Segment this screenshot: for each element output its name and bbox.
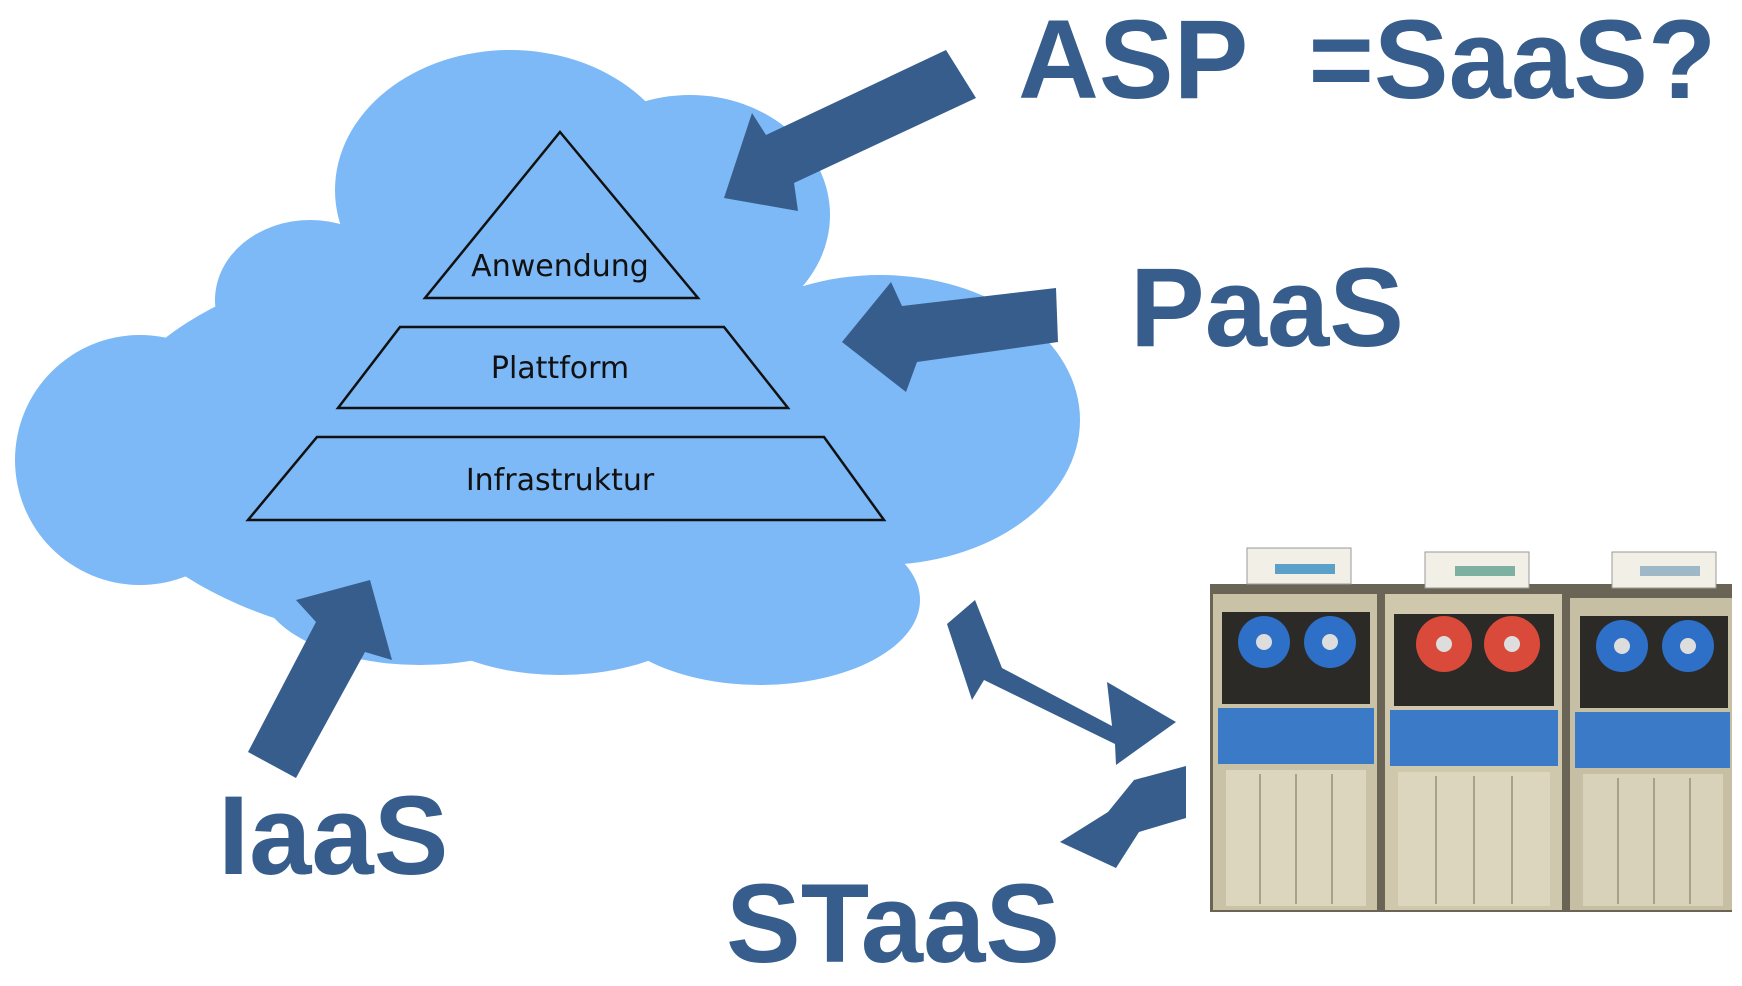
staas-arrow [1060,766,1186,868]
pyramid-middle-label: Plattform [491,351,629,386]
pyramid-bottom-label: Infrastruktur [466,463,655,498]
pyramid-top-label: Anwendung [471,249,649,284]
asp-saas-label: ASP =SaaS? [1018,0,1717,122]
pyramid [245,130,887,522]
pyramid-bottom-layer [245,435,887,522]
paas-label: PaaS [1130,245,1404,370]
staas-label: STaaS [726,861,1061,986]
iaas-label: IaaS [218,773,449,898]
tape-drive-photo [1210,547,1732,912]
cloud-service-diagram: Anwendung Plattform Infrastruktur [15,50,1732,912]
storage-double-arrow [947,600,1176,765]
tape-reels [1238,616,1714,672]
pyramid-top-layer [422,130,701,300]
iaas-arrow [248,580,392,778]
control-panel [1246,547,1717,589]
asp-arrow [724,50,976,211]
pyramid-middle-layer [335,325,791,410]
blue-panels [1218,708,1730,768]
paas-arrow [842,282,1058,392]
